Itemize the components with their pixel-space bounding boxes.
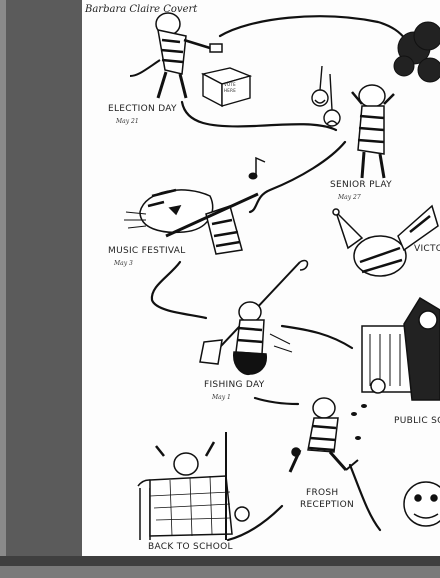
path-line-senior-music [248, 140, 347, 214]
public-school-building [361, 296, 440, 401]
election-day-label: ELECTION DAY [108, 104, 177, 114]
victory-figure [332, 204, 439, 277]
timeline-illustration [124, 12, 440, 542]
music-note [248, 156, 266, 180]
fishing-tiger [199, 259, 309, 376]
back-to-school-bed [137, 432, 250, 540]
path-line-election-senior [180, 100, 338, 132]
victory-label: VICTO [414, 244, 440, 254]
fishing-day-date: May 1 [212, 394, 231, 401]
frosh-label-line2: RECEPTION [300, 500, 355, 510]
music-festival-date: May 3 [114, 260, 133, 267]
path-line-fishing-public [280, 324, 354, 350]
senior-play-date: May 27 [338, 194, 361, 201]
ballot-box-text-1: VOTE [224, 82, 236, 87]
ballot-box [200, 67, 253, 108]
music-tiger [124, 188, 259, 255]
path-line-frosh-right [348, 463, 382, 532]
cloud-bush [393, 21, 440, 83]
path-line-school-frosh [226, 504, 284, 542]
election-day-date: May 21 [116, 118, 139, 125]
back-to-school-label: BACK TO SCHOOL [148, 542, 233, 552]
music-festival-label: MUSIC FESTIVAL [108, 246, 186, 256]
path-line-top [218, 15, 408, 42]
election-tiger [129, 12, 223, 99]
path-line-music-fishing [150, 260, 208, 320]
theatre-masks [311, 65, 341, 127]
ballot-box-text-2: HERE [224, 88, 237, 93]
senior-tiger [351, 84, 395, 179]
senior-play-label: SENIOR PLAY [330, 180, 392, 190]
path-line-fishing-frosh [253, 396, 300, 406]
frosh-label-line1: FROSH [306, 488, 339, 498]
signature: Barbara Claire Covert [85, 4, 198, 15]
page-bottom-edge [0, 566, 440, 578]
frosh-notes [351, 404, 367, 440]
page-left-shadow [0, 0, 82, 578]
frosh-tiger [288, 397, 359, 473]
bottom-right-face [403, 481, 440, 527]
page-left-edge [0, 0, 6, 578]
fishing-day-label: FISHING DAY [204, 380, 265, 390]
public-school-label: PUBLIC SC [394, 416, 440, 426]
